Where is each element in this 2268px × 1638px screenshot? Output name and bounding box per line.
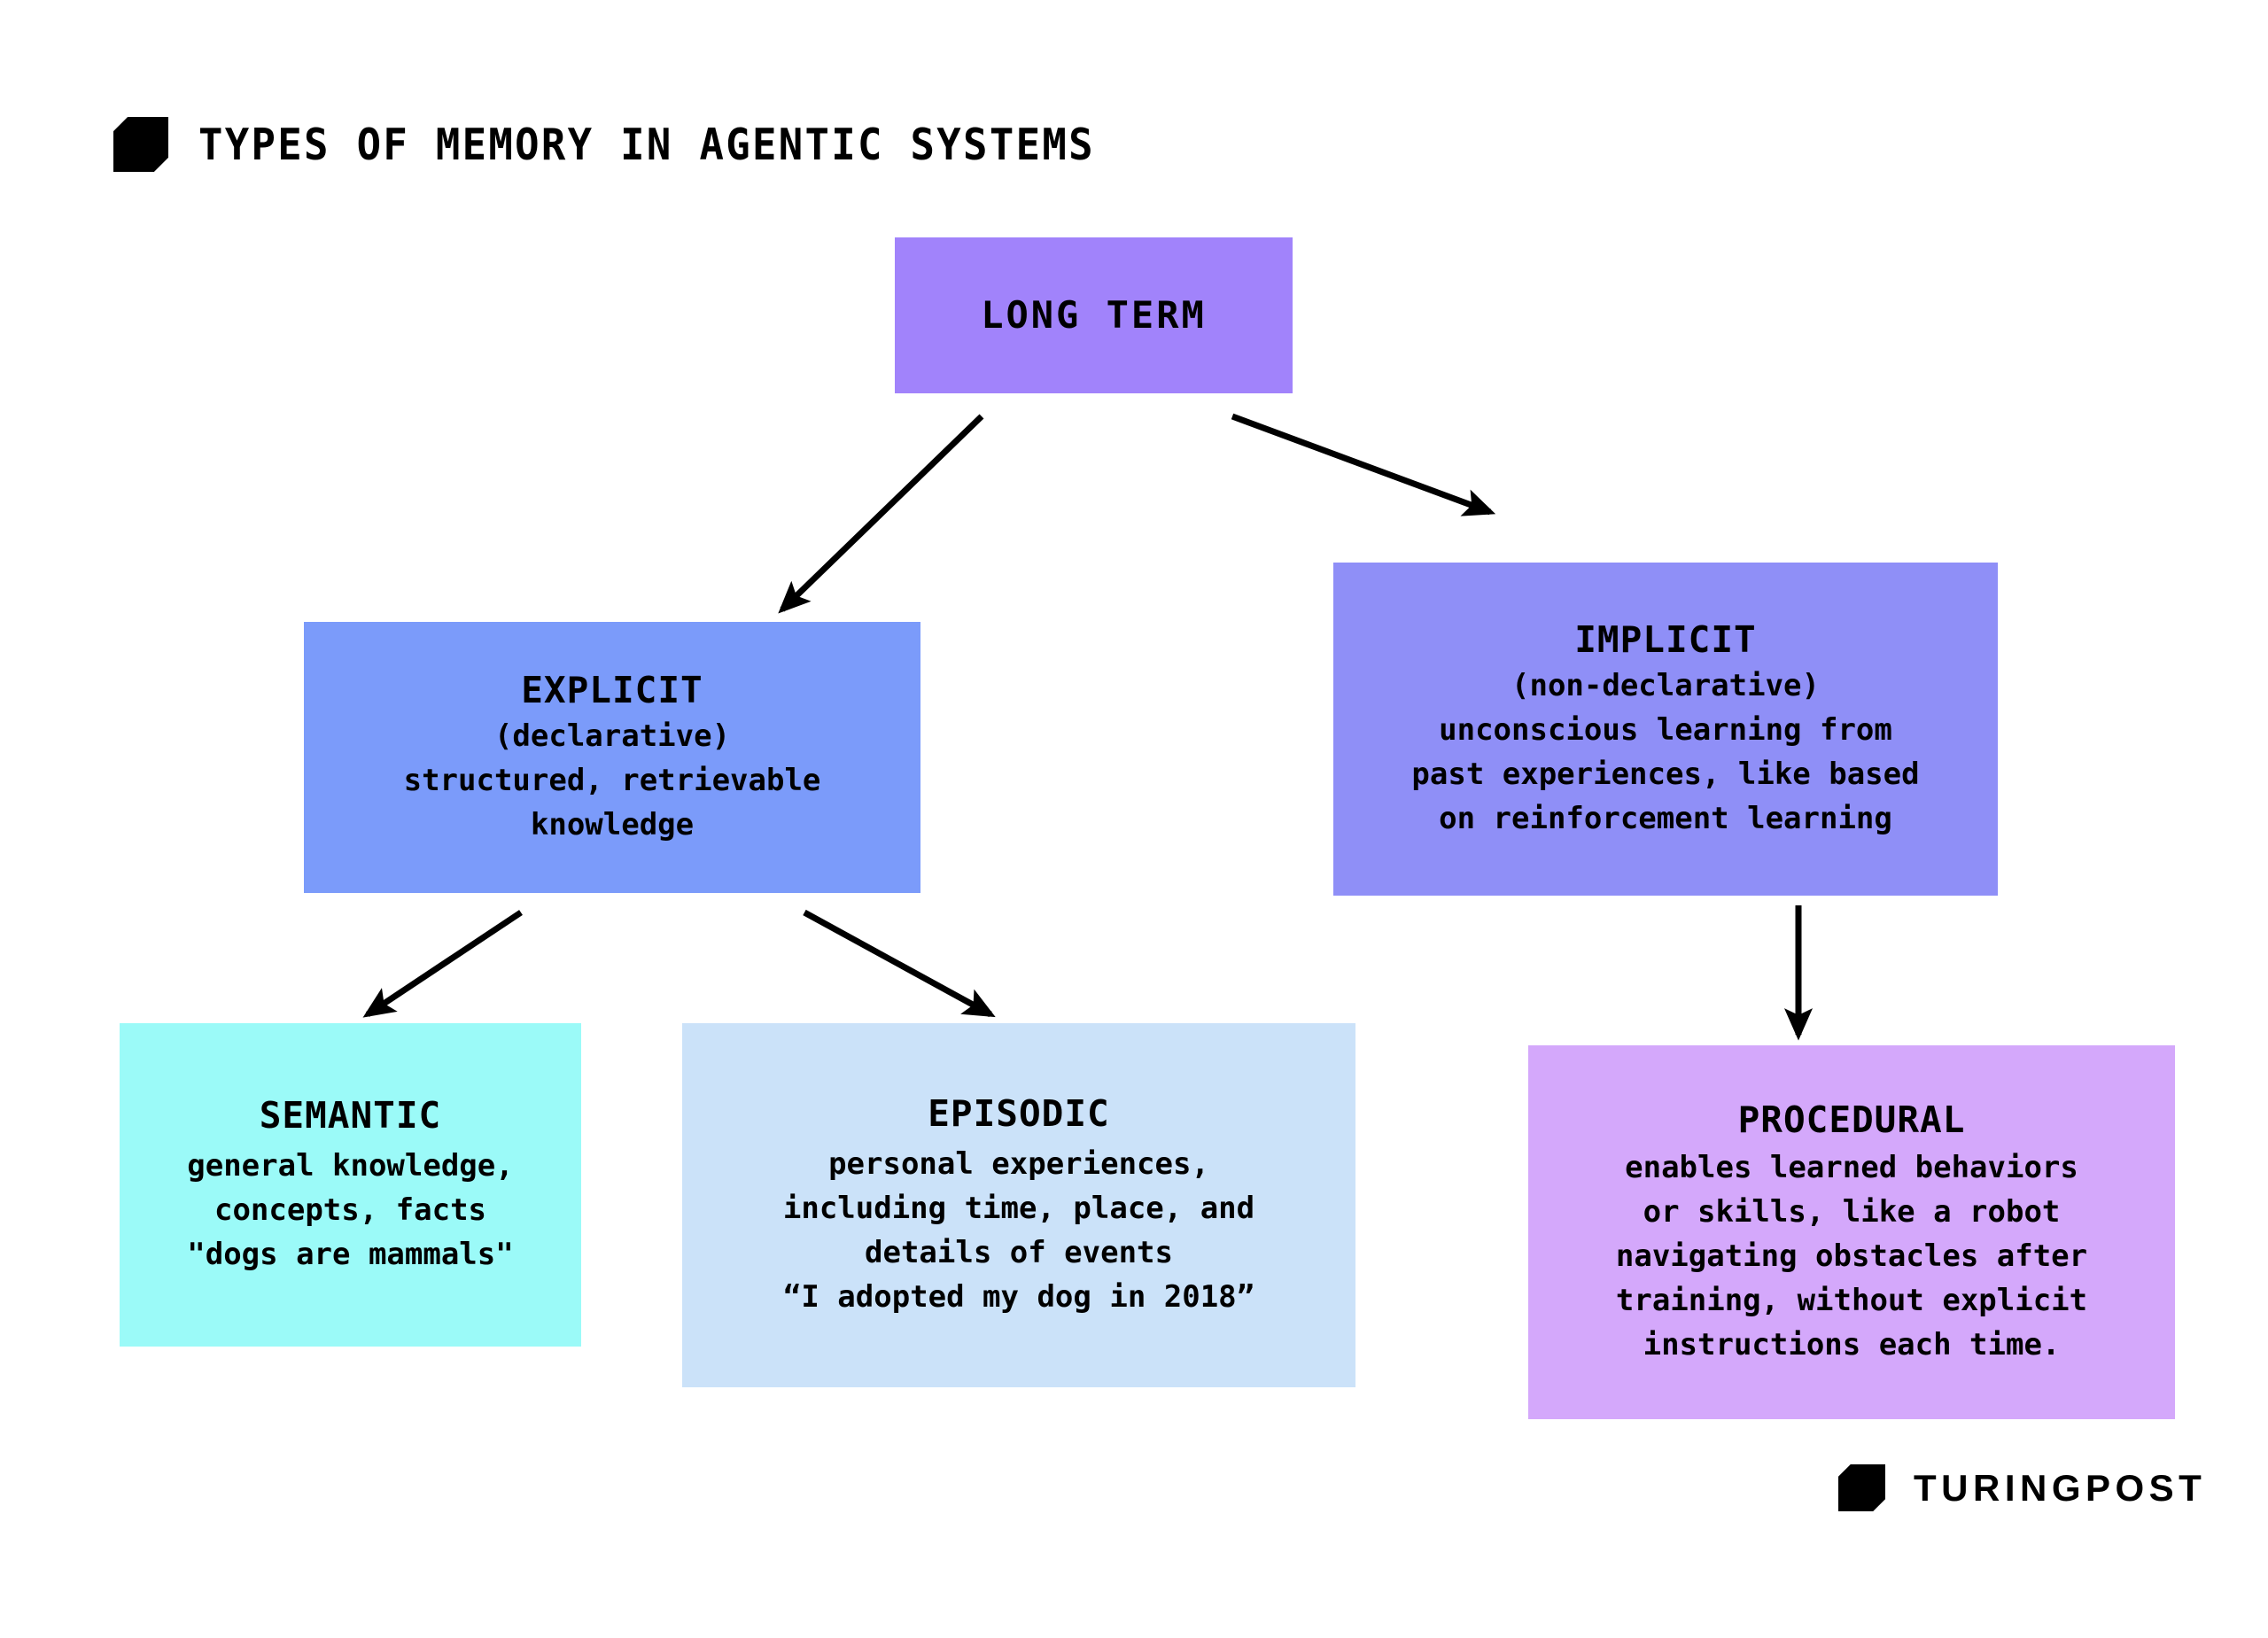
node-long-term[interactable]: LONG TERM	[895, 237, 1293, 393]
node-semantic-title: SEMANTIC	[259, 1094, 442, 1137]
turingpost-hexagon-icon	[113, 117, 168, 172]
node-procedural-body: enables learned behaviors or skills, like…	[1616, 1146, 2087, 1368]
node-implicit[interactable]: IMPLICIT (non-declarative) unconscious le…	[1333, 563, 1998, 896]
node-body-line: (declarative)	[493, 718, 731, 755]
node-body-line: unconscious learning from	[1439, 712, 1892, 749]
node-episodic-title: EPISODIC	[928, 1092, 1110, 1136]
node-body-line: enables learned behaviors	[1625, 1150, 2078, 1186]
edge-longterm-to-implicit	[1231, 413, 1496, 516]
node-implicit-title: IMPLICIT	[1574, 617, 1757, 661]
page-header: TYPES OF MEMORY IN AGENTIC SYSTEMS	[113, 117, 1162, 172]
page-title: TYPES OF MEMORY IN AGENTIC SYSTEMS	[198, 119, 1095, 170]
node-body-line: past experiences, like based	[1411, 757, 1920, 793]
turingpost-hexagon-icon	[1838, 1464, 1885, 1511]
node-body-line: including time, place, and	[782, 1190, 1255, 1226]
node-body-line: navigating obstacles after	[1615, 1238, 2088, 1275]
edge-longterm-to-explicit	[778, 414, 984, 614]
node-explicit-body: (declarative) structured, retrievable know…	[404, 715, 821, 848]
node-body-line: concepts, facts	[214, 1192, 487, 1228]
node-body-line: or skills, like a robot	[1643, 1194, 2061, 1230]
node-body-line: “I adopted my dog in 2018”	[782, 1278, 1255, 1315]
node-body-line: "dogs are mammals"	[187, 1236, 514, 1272]
node-implicit-body: (non-declarative) unconscious learning fr…	[1411, 664, 1919, 842]
footer-wordmark: TURINGPOST	[1914, 1466, 2207, 1509]
node-semantic[interactable]: SEMANTIC general knowledge, concepts, fac…	[120, 1023, 581, 1347]
node-body-line: knowledge	[530, 807, 695, 843]
node-body-line: (non-declarative)	[1511, 668, 1820, 704]
node-long-term-title: LONG TERM	[981, 293, 1207, 338]
node-procedural-title: PROCEDURAL	[1737, 1098, 1966, 1141]
footer-brand: TURINGPOST	[1838, 1464, 2206, 1511]
node-body-line: instructions each time.	[1643, 1327, 2061, 1363]
node-procedural[interactable]: PROCEDURAL enables learned behaviors or s…	[1528, 1045, 2175, 1419]
edge-explicit-to-semantic	[362, 910, 523, 1018]
node-episodic-body: personal experiences, including time, pla…	[783, 1143, 1254, 1320]
edge-explicit-to-episodic	[803, 909, 996, 1018]
node-body-line: personal experiences,	[828, 1145, 1209, 1182]
node-body-line: training, without explicit	[1615, 1283, 2088, 1319]
node-body-line: general knowledge,	[187, 1147, 514, 1184]
node-semantic-body: general knowledge, concepts, facts "dogs a…	[187, 1145, 513, 1277]
node-body-line: structured, retrievable	[403, 763, 821, 799]
node-episodic[interactable]: EPISODIC personal experiences, including …	[682, 1023, 1355, 1387]
node-body-line: on reinforcement learning	[1439, 801, 1892, 837]
node-explicit-title: EXPLICIT	[521, 668, 703, 711]
node-body-line: details of events	[865, 1234, 1173, 1270]
node-explicit[interactable]: EXPLICIT (declarative) structured, retrie…	[304, 622, 920, 893]
